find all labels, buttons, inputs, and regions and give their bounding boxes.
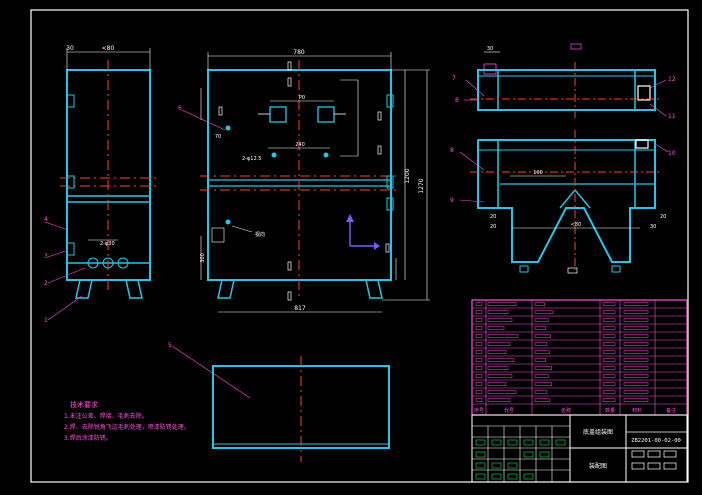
dim-top-right: 30 — [487, 46, 493, 52]
callout-6: 6 — [178, 105, 182, 112]
side-view: P0 240 2-φ12.5 780 817 1 — [178, 49, 430, 313]
bolt-icon — [271, 152, 277, 158]
callout-3: 3 — [44, 253, 48, 260]
parts-header-cell: 数量 — [605, 407, 615, 414]
notes-line-2: 2.焊、去除锐角飞边毛刺处理，喷漆防锈处理。 — [64, 423, 190, 431]
dim-mid-bottom: 817 — [294, 305, 306, 312]
notes-title: 技术要求 — [70, 400, 98, 409]
callout-8-sec: 8 — [450, 147, 454, 154]
dim-mid-pitch: 2-φ12.5 — [242, 156, 261, 162]
note-view-arrow: 视向 — [255, 231, 265, 238]
dim-front-width: <80 — [102, 45, 115, 52]
title-block: 底盖组装图 ZB2201-00-02-00 装配图 — [471, 414, 688, 483]
callout-5: 5 — [168, 342, 172, 349]
dim-mid-height: 1200 — [404, 168, 411, 183]
parts-header-cell: 代号 — [504, 407, 514, 414]
notes-line-3: 3.焊后涂漆防锈。 — [64, 434, 112, 442]
dim-mid-height-outer: 1270 — [418, 178, 425, 193]
callout-10: 10 — [668, 150, 676, 157]
hole-icon — [87, 257, 99, 269]
section-view: 100 <80 20 20 30 20 8 9 10 — [450, 130, 676, 274]
front-view: <80 30 2-φ30 4 3 2 1 — [44, 45, 158, 324]
notes-line-1: 1.未注公差、焊接、毛刺去除。 — [64, 412, 148, 420]
hole-icon — [102, 257, 114, 269]
bottom-view: 5 — [168, 342, 390, 462]
callout-12: 12 — [668, 76, 676, 83]
callout-8-top: 8 — [455, 97, 459, 104]
title-name: 底盖组装图 — [583, 428, 613, 436]
bolt-icon — [225, 125, 231, 131]
dim-section-width: <80 — [571, 222, 582, 228]
drawing-frame — [30, 9, 689, 483]
label-front-hole: 2-φ30 — [100, 241, 115, 247]
parts-header-cell: 序号 — [474, 407, 484, 414]
dim-mid-left: 70 — [215, 134, 221, 140]
dim-mid-left-low: 300 — [200, 253, 206, 263]
dim-mid-p: P0 — [299, 95, 305, 101]
top-right-view: 30 7 8 12 11 — [452, 43, 676, 120]
callout-4: 4 — [44, 216, 48, 223]
callout-9: 9 — [450, 197, 454, 204]
parts-table: 序号 代号 名称 数量 材料 备注 — [471, 299, 688, 416]
callout-1: 1 — [44, 317, 48, 324]
callout-7: 7 — [452, 75, 456, 82]
dim-mid-inner: 240 — [295, 142, 305, 148]
title-unit: 装配图 — [589, 462, 607, 470]
parts-header-cell: 备注 — [666, 407, 676, 414]
dim-section-inner: 100 — [533, 170, 543, 176]
callout-2: 2 — [44, 280, 48, 287]
dim-section-a: 20 — [490, 224, 496, 230]
dim-section-d: 20 — [660, 214, 666, 220]
dim-mid-width: 780 — [293, 49, 305, 56]
hole-icon — [117, 257, 129, 269]
dim-section-b: 20 — [490, 214, 496, 220]
dim-section-c: 30 — [650, 224, 656, 230]
parts-header-cell: 名称 — [561, 407, 571, 414]
bolt-icon — [225, 219, 231, 225]
parts-header-cell: 材料 — [632, 407, 642, 414]
tech-notes: 技术要求 1.未注公差、焊接、毛刺去除。 2.焊、去除锐角飞边毛刺处理，喷漆防锈… — [64, 400, 190, 442]
title-drawing-no: ZB2201-00-02-00 — [631, 438, 681, 444]
callout-11: 11 — [668, 113, 676, 120]
dim-front-side: 30 — [66, 45, 74, 52]
bolt-icon — [323, 152, 329, 158]
